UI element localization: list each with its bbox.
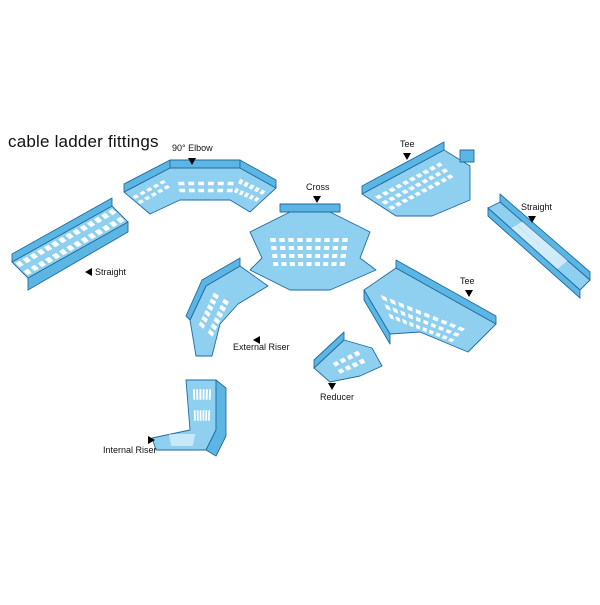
label-external-riser: External Riser bbox=[233, 342, 290, 352]
reducer bbox=[313, 331, 383, 383]
ventilation-slots bbox=[270, 238, 348, 266]
arrow-reducer bbox=[328, 383, 336, 390]
tee-top-side bbox=[361, 141, 445, 195]
arrow-90-elbow bbox=[188, 158, 196, 165]
tee-mid-side bbox=[395, 259, 497, 325]
straight-left-front-side bbox=[27, 221, 129, 291]
ventilation-slots bbox=[332, 350, 366, 374]
ventilation-slots bbox=[375, 162, 454, 210]
cross-floor bbox=[249, 211, 377, 291]
tee-top bbox=[361, 141, 475, 217]
elbow-side-back bbox=[169, 159, 241, 169]
label-straight-right: Straight bbox=[521, 202, 553, 212]
ventilation-slots bbox=[192, 389, 212, 421]
elbow-side-right bbox=[239, 159, 277, 189]
label-cross: Cross bbox=[306, 182, 330, 192]
label-tee-top: Tee bbox=[400, 139, 415, 149]
label-tee-mid: Tee bbox=[460, 276, 475, 286]
arrow-internal-riser bbox=[148, 436, 155, 444]
internal-riser-side bbox=[205, 379, 227, 457]
tee-top-end bbox=[459, 149, 475, 163]
ventilation-slots bbox=[233, 178, 266, 202]
ventilation-slots bbox=[168, 434, 196, 446]
ventilation-slots bbox=[198, 292, 229, 337]
diagram-title: cable ladder fittings bbox=[8, 132, 159, 151]
label-reducer: Reducer bbox=[320, 392, 355, 402]
straight-right-front-side bbox=[487, 206, 581, 300]
arrow-straight-left bbox=[85, 268, 92, 276]
tee-mid-front bbox=[363, 289, 391, 345]
cross bbox=[249, 203, 377, 291]
straight-left bbox=[11, 197, 129, 279]
elbow-90 bbox=[123, 159, 277, 215]
external-riser bbox=[185, 257, 269, 357]
ventilation-slots bbox=[380, 295, 465, 343]
reducer-floor bbox=[313, 339, 383, 383]
ventilation-slots bbox=[15, 208, 125, 276]
ventilation-slots bbox=[132, 179, 170, 205]
cross-side-top bbox=[279, 203, 341, 213]
arrow-straight-right bbox=[528, 216, 536, 223]
label-internal-riser: Internal Riser bbox=[103, 445, 157, 455]
arrow-cross bbox=[313, 196, 321, 203]
reducer-side bbox=[313, 331, 345, 369]
arrow-tee-mid bbox=[465, 290, 473, 297]
arrow-external-riser bbox=[253, 336, 260, 344]
arrow-tee-top bbox=[403, 153, 411, 160]
ventilation-slots bbox=[178, 181, 234, 193]
straight-right-side bbox=[499, 193, 591, 281]
tee-mid bbox=[363, 259, 497, 353]
label-straight-left: Straight bbox=[95, 267, 127, 277]
external-riser-side bbox=[185, 257, 241, 321]
straight-left-side bbox=[11, 197, 113, 263]
internal-riser bbox=[151, 379, 227, 457]
label-90-elbow: 90° Elbow bbox=[172, 143, 213, 153]
